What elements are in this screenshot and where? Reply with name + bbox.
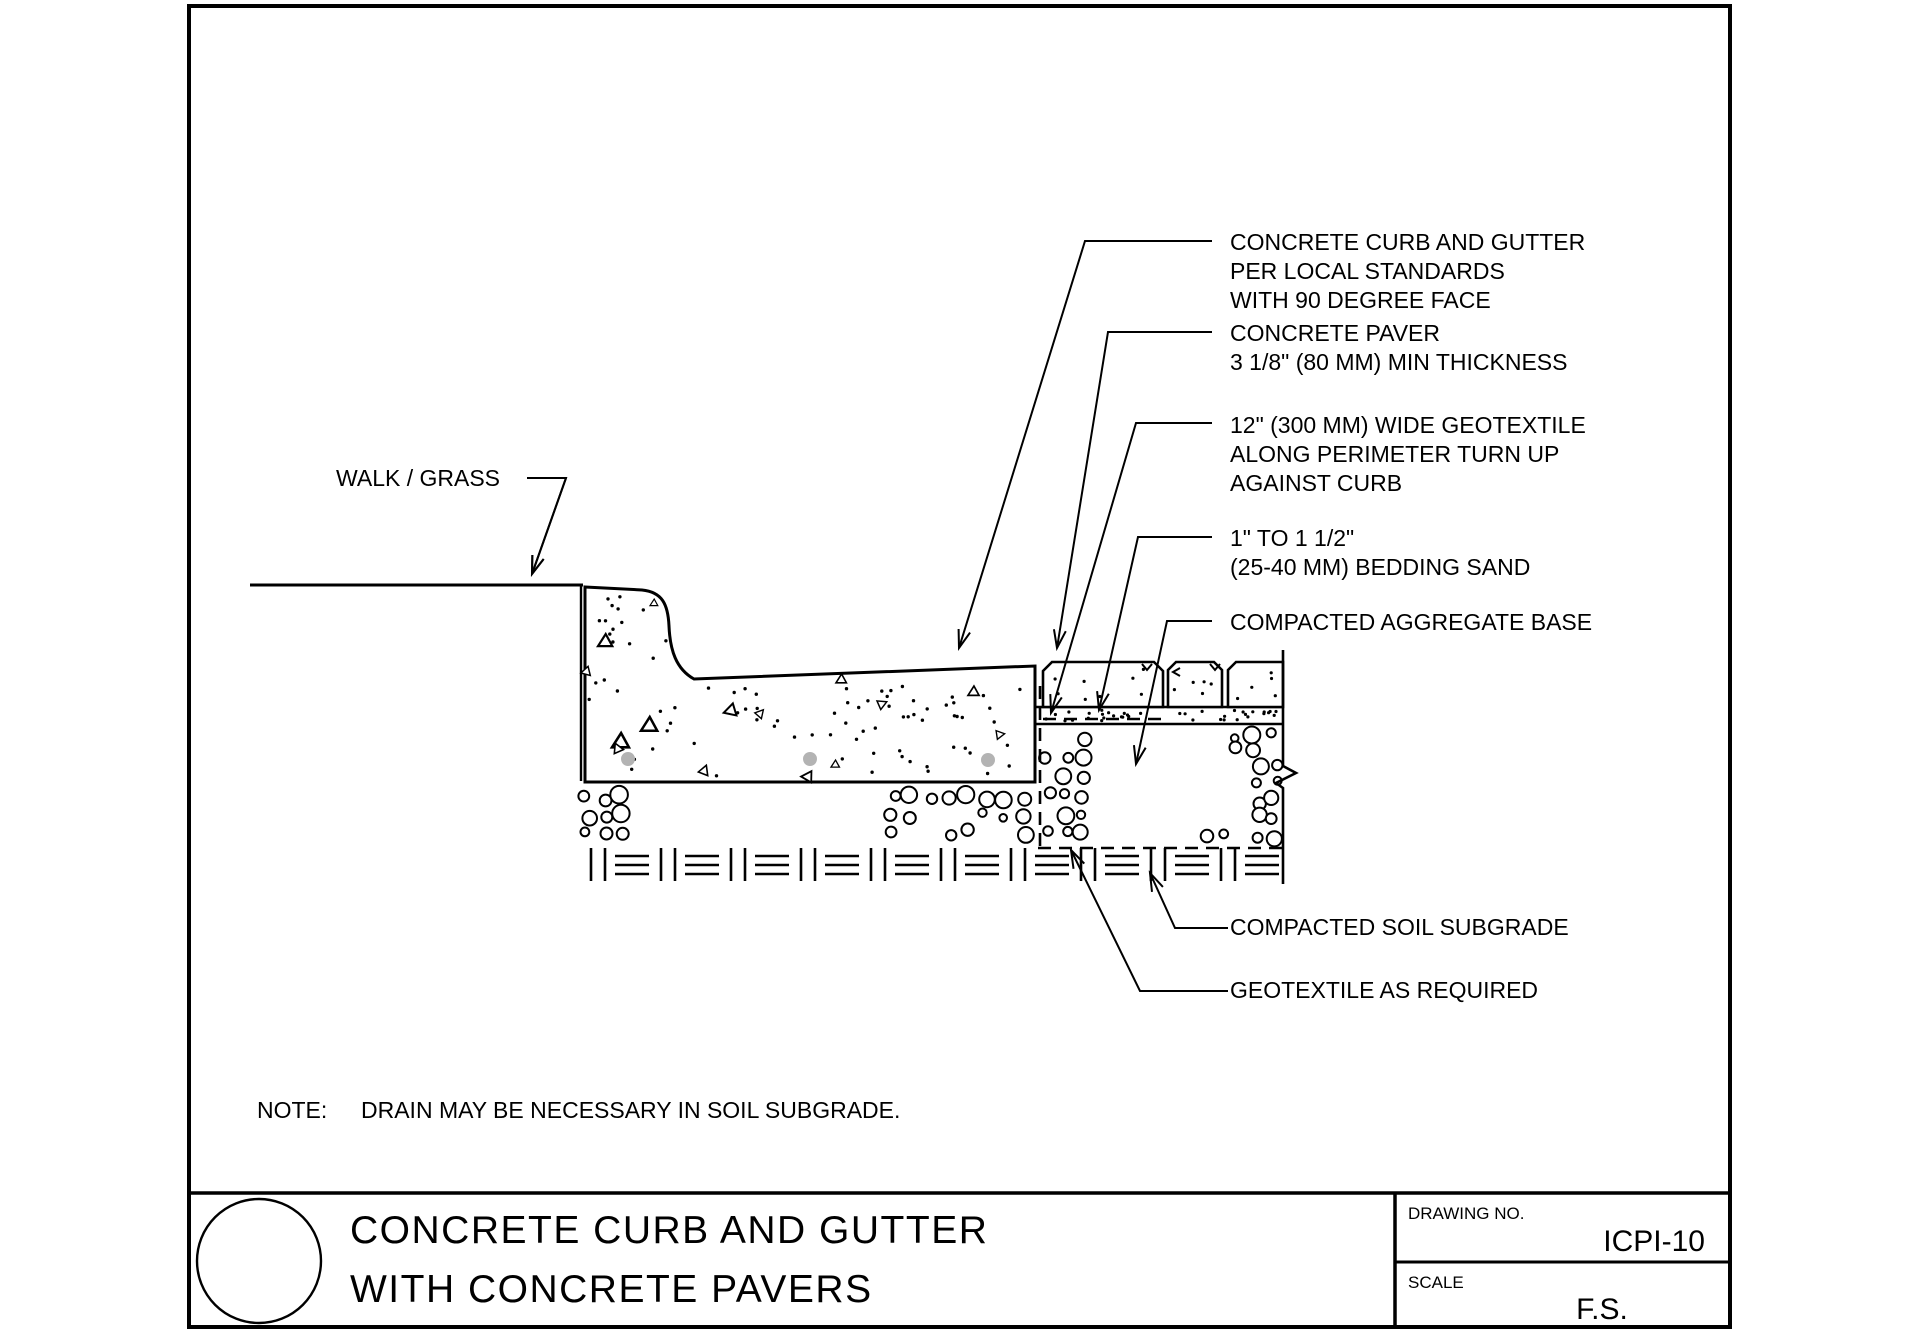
leader-geotextile-turnup xyxy=(1051,422,1212,713)
sheet-border xyxy=(187,4,1732,1329)
leader-bedding-sand xyxy=(1099,536,1212,710)
callout-soil-subgrade: COMPACTED SOIL SUBGRADE xyxy=(1230,914,1569,940)
walk-grass-label: WALK / GRASS xyxy=(336,465,500,491)
concrete-pavers xyxy=(1041,660,1285,709)
callout-paver-line1: CONCRETE PAVER xyxy=(1230,320,1440,346)
gravel-stones xyxy=(577,725,1284,848)
drawing-no-label: DRAWING NO. xyxy=(1408,1204,1524,1223)
leader-walk xyxy=(527,477,568,574)
callout-curb-line1: CONCRETE CURB AND GUTTER xyxy=(1230,229,1585,255)
note-label: NOTE: xyxy=(257,1097,327,1123)
paver-chamfer-ticks xyxy=(1141,663,1221,677)
callout-sand-line1: 1" TO 1 1/2" xyxy=(1230,525,1354,551)
callout-geotextile-line1: 12" (300 MM) WIDE GEOTEXTILE xyxy=(1230,412,1586,438)
section-drawing xyxy=(250,583,1299,884)
callout-curb-line2: PER LOCAL STANDARDS xyxy=(1230,258,1505,284)
callout-geotextile-required: GEOTEXTILE AS REQUIRED xyxy=(1230,977,1538,1003)
paver-3 xyxy=(1226,660,1285,709)
aggregate-triangles xyxy=(579,597,1007,784)
leader-curb-gutter xyxy=(959,240,1212,648)
geotextile-lines xyxy=(1038,686,1283,850)
title-block: CONCRETE CURB AND GUTTER WITH CONCRETE P… xyxy=(189,1191,1730,1327)
callout-paver-line2: 3 1/8" (80 MM) MIN THICKNESS xyxy=(1230,349,1567,375)
scale-label: SCALE xyxy=(1408,1273,1464,1292)
callout-aggregate: COMPACTED AGGREGATE BASE xyxy=(1230,609,1592,635)
paver-2 xyxy=(1166,660,1224,709)
leader-geotextile-required xyxy=(1071,850,1228,992)
sheet-title-line2: WITH CONCRETE PAVERS xyxy=(350,1268,873,1311)
callout-geotextile-line2: ALONG PERIMETER TURN UP xyxy=(1230,441,1559,467)
leader-lines xyxy=(527,240,1228,992)
concrete-stipple xyxy=(587,595,1278,778)
logo-circle xyxy=(195,1197,323,1325)
paver-1 xyxy=(1041,660,1165,709)
annotations: WALK / GRASS CONCRETE CURB AND GUTTER PE… xyxy=(257,229,1592,1123)
section-break-line xyxy=(1273,650,1299,884)
callout-geotextile-line3: AGAINST CURB xyxy=(1230,470,1402,496)
soil-subgrade-hatch xyxy=(585,848,1283,881)
rebar-dots xyxy=(621,752,995,767)
leader-paver xyxy=(1057,331,1212,648)
callout-curb-line3: WITH 90 DEGREE FACE xyxy=(1230,287,1491,313)
leader-aggregate-base xyxy=(1136,620,1212,764)
scale-value: F.S. xyxy=(1576,1293,1628,1326)
curb-gutter-body xyxy=(583,585,1037,784)
sheet-title-line1: CONCRETE CURB AND GUTTER xyxy=(350,1209,988,1252)
leader-soil-subgrade xyxy=(1150,873,1228,929)
note-text: DRAIN MAY BE NECESSARY IN SOIL SUBGRADE. xyxy=(361,1097,900,1123)
callout-sand-line2: (25-40 MM) BEDDING SAND xyxy=(1230,554,1530,580)
drawing-no-value: ICPI-10 xyxy=(1603,1225,1705,1258)
